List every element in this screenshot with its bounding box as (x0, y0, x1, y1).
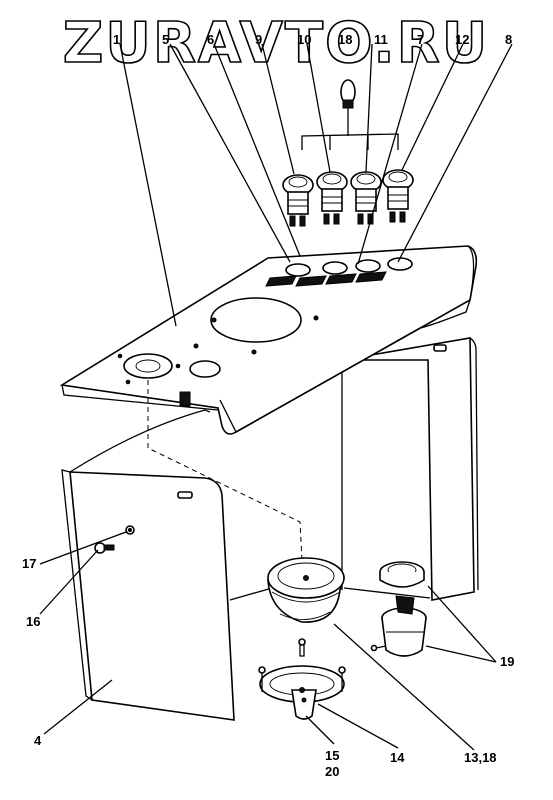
top-dash-panel (59, 245, 478, 435)
bulb (340, 79, 356, 109)
callout-1: 1 (113, 32, 120, 47)
callout-4: 4 (34, 733, 42, 748)
callout-7: 7 (417, 32, 424, 47)
callout-13-18: 13,18 (464, 750, 497, 765)
lighter-assembly (370, 561, 427, 657)
callout-19: 19 (500, 654, 514, 669)
callout-labels: 1 5 6 9 10 18 11 7 12 8 17 16 4 19 15 20… (22, 32, 514, 779)
callout-5: 5 (162, 32, 169, 47)
callout-20: 20 (325, 764, 339, 779)
gauge (147, 380, 346, 623)
callout-14: 14 (390, 750, 405, 765)
callout-6: 6 (207, 32, 214, 47)
switch-3 (350, 171, 382, 225)
callout-15: 15 (325, 748, 339, 763)
leader-lines (39, 43, 513, 751)
callout-9: 9 (255, 32, 262, 47)
callout-18-top: 18 (338, 32, 352, 47)
callout-8: 8 (505, 32, 512, 47)
switch-2 (316, 171, 348, 225)
rear-panel (229, 337, 479, 601)
switch-group (282, 79, 414, 227)
callout-10: 10 (297, 32, 311, 47)
callout-16: 16 (26, 614, 40, 629)
switch-1 (282, 174, 314, 227)
watermark-text: ZURAVTO.RU (63, 11, 490, 76)
gauge-bracket (258, 638, 346, 720)
switch-4 (382, 169, 414, 223)
callout-11: 11 (374, 32, 388, 47)
callout-12: 12 (455, 32, 469, 47)
left-side-panel (61, 409, 235, 721)
callout-17: 17 (22, 556, 36, 571)
